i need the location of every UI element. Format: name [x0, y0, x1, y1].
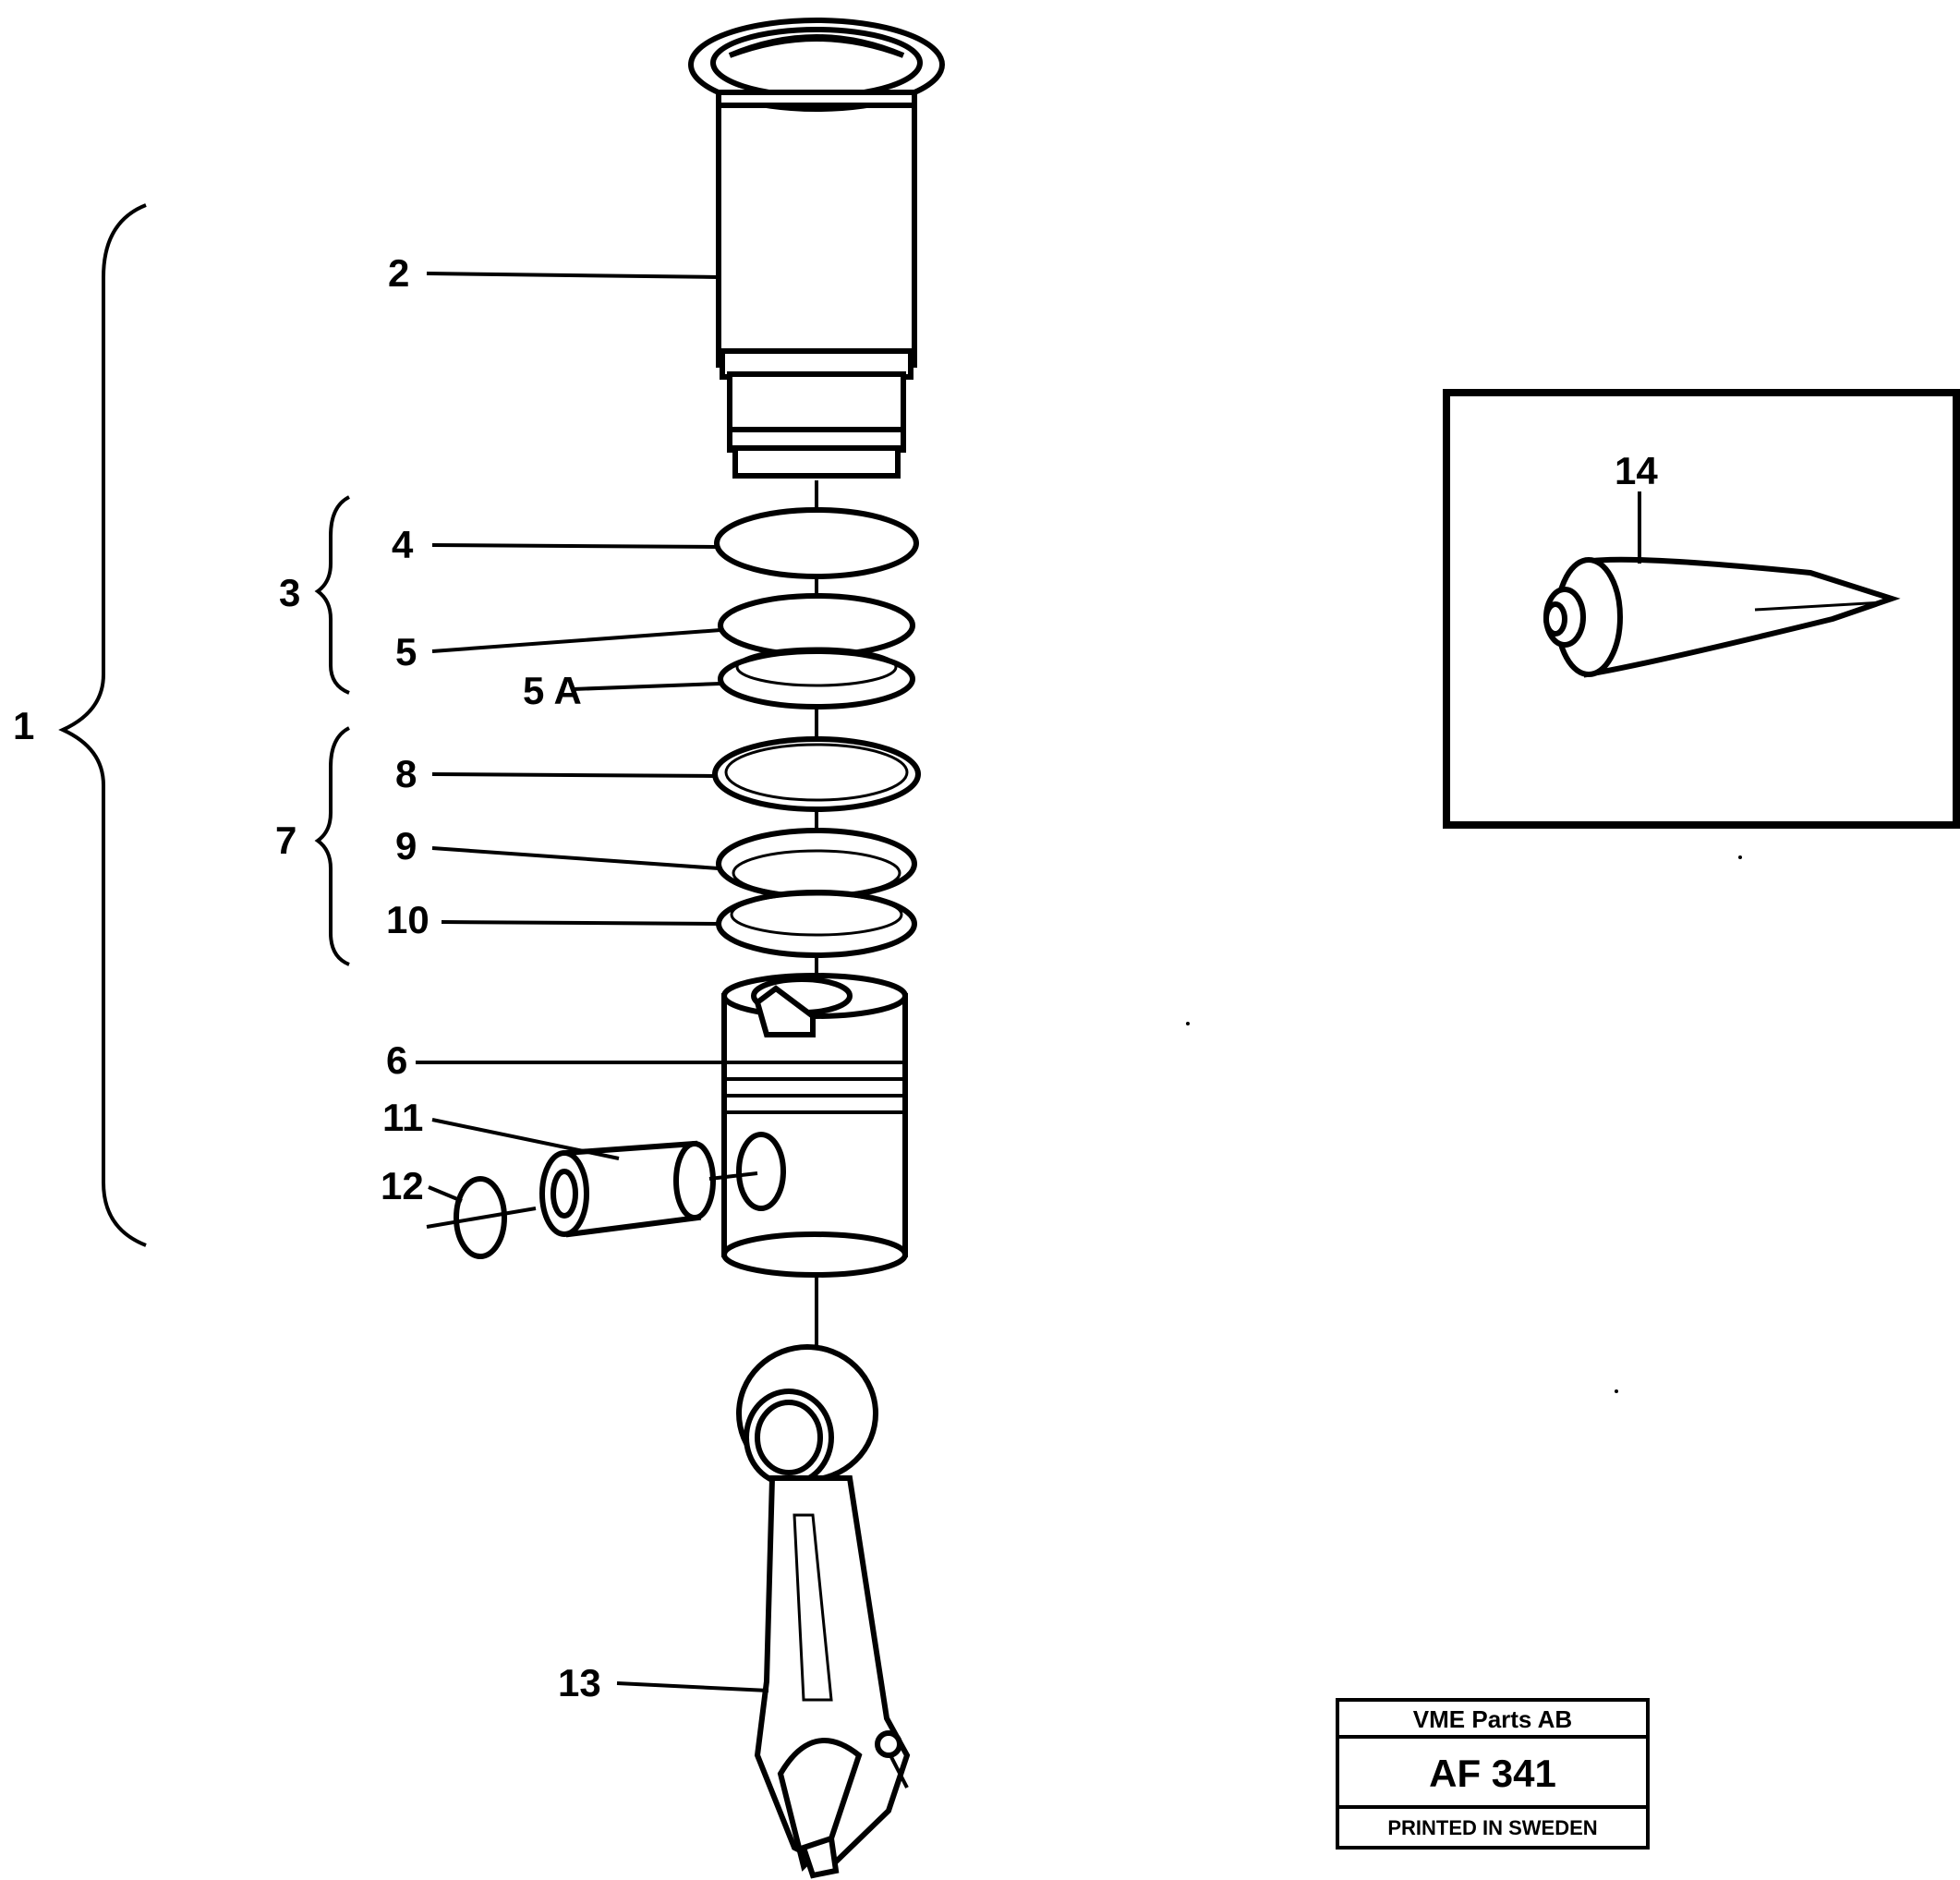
- piston-pin-icon: [539, 1140, 758, 1238]
- speck: [1738, 855, 1742, 859]
- seal-ring-4-icon: [714, 507, 919, 579]
- callout-8: 8: [395, 752, 417, 795]
- callout-13: 13: [558, 1661, 601, 1704]
- speck: [1615, 1389, 1618, 1393]
- piston-icon: [721, 973, 908, 1278]
- title-block-company: VME Parts AB: [1413, 1705, 1572, 1733]
- leader-9: [431, 846, 720, 870]
- title-block: VME Parts AB AF 341 PRINTED IN SWEDEN: [1336, 1698, 1650, 1850]
- brace-group-7: [314, 726, 350, 966]
- circlip-icon: [426, 1176, 537, 1259]
- seal-ring-5a-icon: [718, 649, 915, 710]
- piston-ring-9-icon: [716, 828, 917, 900]
- cylinder-liner-icon: [688, 18, 945, 479]
- leader-5a: [572, 682, 721, 691]
- connecting-rod-icon: [736, 1344, 911, 1879]
- callout-11: 11: [382, 1096, 423, 1139]
- title-block-code: AF 341: [1429, 1752, 1556, 1795]
- piston-ring-8-icon: [712, 736, 921, 812]
- brace-group-3: [314, 495, 350, 695]
- leader-13: [616, 1681, 769, 1692]
- seal-ring-5-icon: [718, 593, 915, 658]
- callout-5: 5: [395, 630, 417, 673]
- callout-4: 4: [392, 523, 414, 566]
- leader-12: [428, 1185, 463, 1203]
- sealant-tube-icon: [1543, 556, 1901, 678]
- inset-box: [1443, 389, 1960, 829]
- speck: [1186, 1022, 1190, 1025]
- leader-2: [426, 272, 720, 279]
- callout-12: 12: [381, 1164, 424, 1207]
- leader-5: [431, 628, 721, 653]
- callout-7: 7: [275, 819, 296, 862]
- callout-10: 10: [386, 898, 430, 941]
- leader-8: [431, 772, 716, 778]
- callout-6: 6: [386, 1038, 407, 1082]
- callout-5a: 5 A: [523, 669, 582, 712]
- piston-ring-10-icon: [716, 890, 917, 958]
- brace-group-1: [58, 203, 147, 1247]
- callout-14: 14: [1615, 449, 1658, 492]
- leader-4: [431, 543, 718, 549]
- callout-9: 9: [395, 824, 417, 867]
- callout-3: 3: [279, 571, 300, 614]
- callout-1: 1: [13, 704, 34, 747]
- title-block-printed: PRINTED IN SWEDEN: [1387, 1816, 1597, 1839]
- leader-11: [431, 1118, 620, 1160]
- callout-2: 2: [388, 251, 409, 295]
- leader-10: [441, 920, 721, 926]
